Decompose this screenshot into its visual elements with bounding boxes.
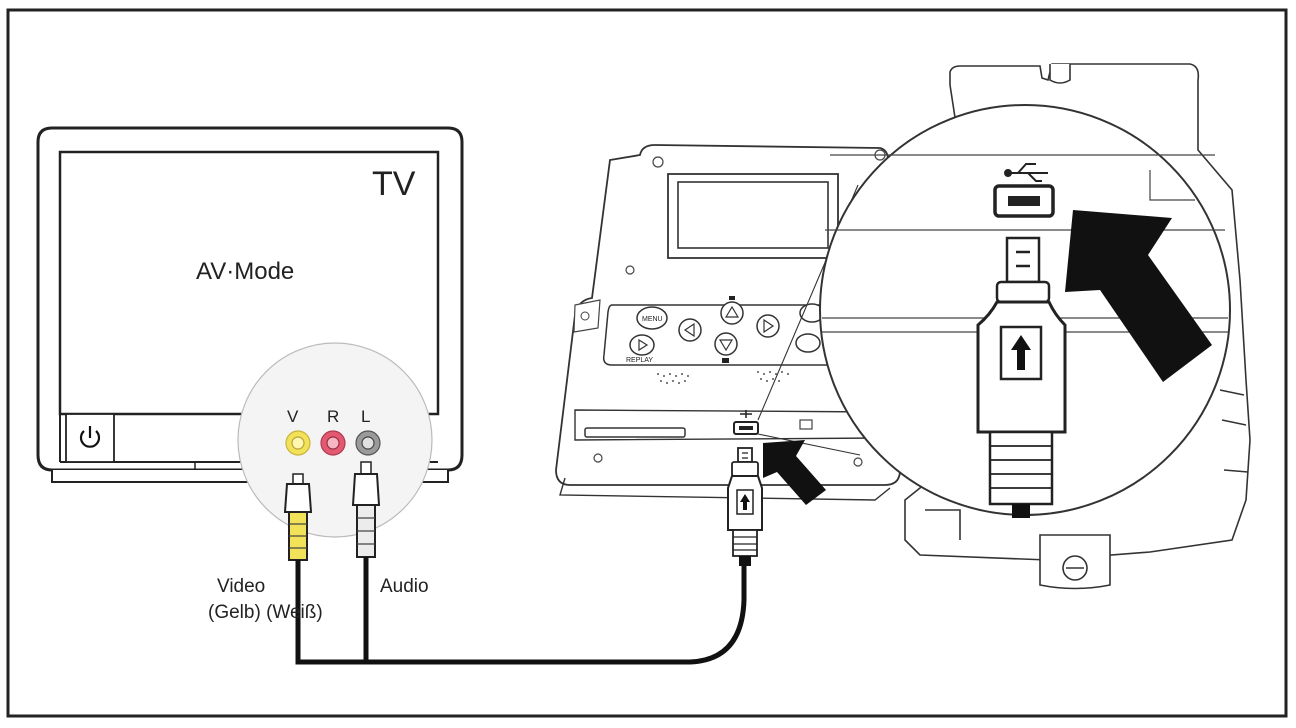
cable-color-labels: (Gelb) (Weiß) xyxy=(208,602,323,623)
arrow-up-icon xyxy=(1011,335,1031,370)
speaker-grille-right xyxy=(757,371,789,382)
usb-plug-camera xyxy=(727,447,763,566)
replay-button: REPLAY xyxy=(626,334,655,364)
replay-button-label: REPLAY xyxy=(626,357,653,364)
dpad-down-button xyxy=(714,332,738,363)
usb-plug-zoomed xyxy=(976,236,1067,518)
right-port-letter: R xyxy=(327,407,339,426)
insert-arrow-large xyxy=(1065,210,1212,382)
lcd-screen-inner xyxy=(677,181,829,249)
video-port-jack xyxy=(285,430,311,456)
usb-port-camera xyxy=(733,410,759,435)
av-port-zoom: V R L xyxy=(237,342,433,561)
usb-port-zoomed xyxy=(993,184,1055,218)
audio-rca-plug xyxy=(351,461,381,558)
dpad-up-button xyxy=(720,296,744,325)
video-port-letter: V xyxy=(287,407,299,426)
usb-icon xyxy=(1004,163,1048,182)
left-audio-port-jack xyxy=(355,430,381,456)
right-audio-port-jack xyxy=(320,430,346,456)
speaker-grille-left xyxy=(657,373,689,384)
dpad-right-button xyxy=(756,314,780,338)
menu-button-label: MENU xyxy=(642,316,663,323)
menu-button: MENU xyxy=(636,306,668,330)
shot-button xyxy=(795,333,821,353)
power-icon xyxy=(79,426,101,448)
left-port-letter: L xyxy=(361,407,370,426)
tv-label: TV xyxy=(372,165,416,203)
sd-card-slot xyxy=(584,427,686,438)
audio-cable-label: Audio xyxy=(380,576,429,597)
insert-arrow-small xyxy=(763,440,826,505)
video-cable-label: Video xyxy=(217,576,265,597)
dpad-left-button xyxy=(678,318,702,342)
av-cable xyxy=(295,557,747,665)
usb-zoom-detail xyxy=(819,104,1231,518)
tv-mode-text: AV·Mode xyxy=(196,258,294,285)
video-rca-plug xyxy=(283,473,313,561)
